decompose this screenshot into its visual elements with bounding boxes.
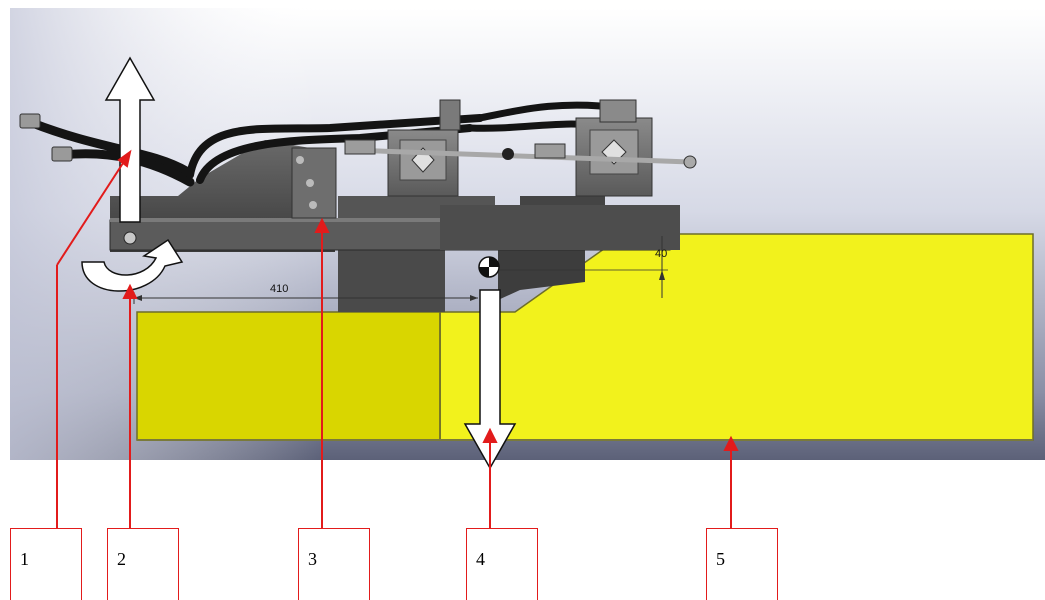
up-arrow-icon — [104, 56, 156, 223]
callout-3: 3 — [298, 528, 370, 600]
dimension-horizontal: 410 — [133, 283, 478, 304]
callout-3-label: 3 — [308, 549, 317, 569]
callout-1-label: 1 — [20, 549, 29, 569]
curved-arrow-icon — [81, 238, 184, 292]
center-of-mass-icon — [478, 256, 500, 278]
callout-4: 4 — [466, 528, 538, 600]
callout-2: 2 — [107, 528, 179, 600]
dimension-40-label: 40 — [655, 248, 667, 260]
dimension-410-label: 410 — [270, 283, 288, 295]
dimension-vertical: 40 — [500, 236, 668, 298]
yellow-body — [136, 233, 1034, 441]
callout-4-label: 4 — [476, 549, 485, 569]
mounting-frame — [109, 140, 680, 312]
callout-2-label: 2 — [117, 549, 126, 569]
hydraulic-cylinders — [344, 99, 697, 197]
callout-5: 5 — [706, 528, 778, 600]
down-arrow-icon — [463, 289, 517, 470]
callout-leaders — [56, 149, 739, 530]
callout-5-label: 5 — [716, 549, 725, 569]
hose-fittings — [19, 113, 73, 162]
callout-1: 1 — [10, 528, 82, 600]
